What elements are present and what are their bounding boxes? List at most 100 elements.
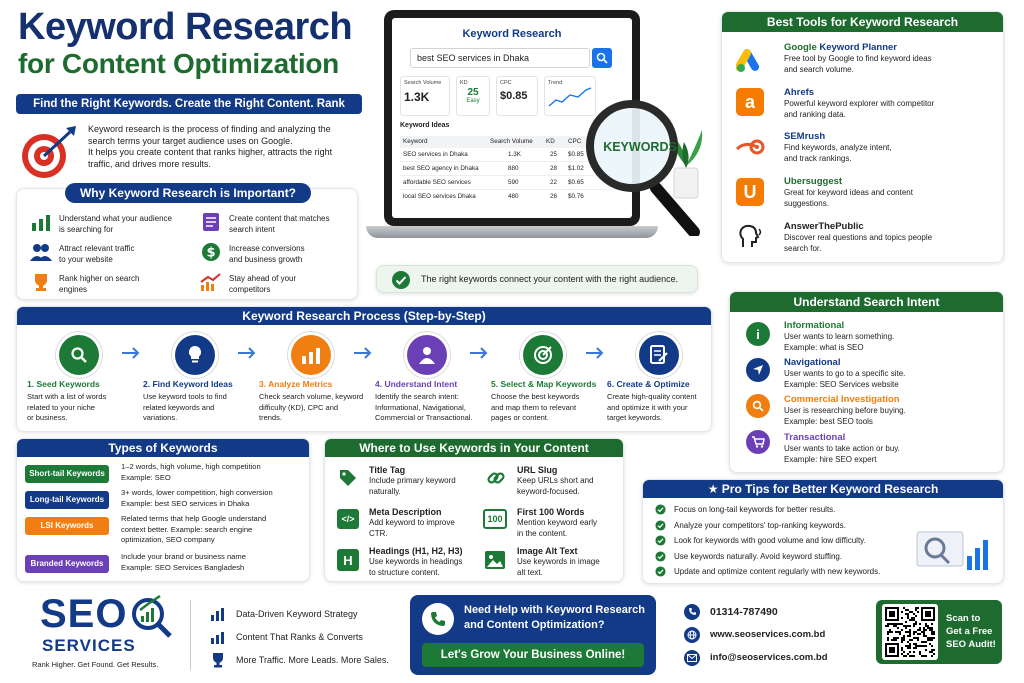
where-section: Where to Use Keywords in Your Content Ti… xyxy=(324,438,624,582)
search-input[interactable]: best SEO services in Dhaka xyxy=(410,48,590,68)
search-button[interactable] xyxy=(592,48,612,68)
info-icon: i xyxy=(746,322,770,346)
search-icon xyxy=(596,52,608,64)
heading-icon: H xyxy=(337,549,359,571)
keyword-type-pill: LSI Keywords xyxy=(25,517,109,535)
search-icon xyxy=(746,394,770,418)
magnifier-chart-icon xyxy=(128,592,174,640)
process-step-icon xyxy=(59,335,99,375)
process-step-icon xyxy=(291,335,331,375)
benefit-item: More Traffic. More Leads. More Sales. xyxy=(210,648,389,671)
metric-cpc: CPC $0.85 xyxy=(496,76,538,116)
contact-email[interactable]: info@seoservices.com.bd xyxy=(684,646,828,669)
contact-web[interactable]: www.seoservices.com.bd xyxy=(684,623,828,646)
why-title: Why Keyword Research is Important? xyxy=(65,183,311,203)
navigation-arrow-icon xyxy=(746,358,770,382)
image-icon xyxy=(483,549,507,571)
check-circle-icon xyxy=(655,535,666,546)
process-step-title: 4. Understand Intent xyxy=(375,379,458,389)
intent-title: Understand Search Intent xyxy=(730,292,1003,312)
process-step-desc: Commercial or Transactional. xyxy=(375,413,473,422)
link-icon xyxy=(485,467,507,489)
connect-bar: The right keywords connect your content … xyxy=(376,265,698,293)
process-step-desc: or business. xyxy=(27,413,68,422)
metric-trend: Trend xyxy=(544,76,596,116)
title-line2: for Content Optimization xyxy=(18,48,339,79)
benefits: Data-Driven Keyword Strategy Content Tha… xyxy=(210,602,389,671)
process-step-title: 3. Analyze Metrics xyxy=(259,379,333,389)
ubersuggest-icon: U xyxy=(736,178,764,206)
growth-chart-icon xyxy=(211,631,224,644)
process-step-title: 5. Select & Map Keywords xyxy=(491,379,597,389)
keyword-type-desc: 3+ words, lower competition, high conver… xyxy=(121,488,273,508)
tip-item: Use keywords naturally. Avoid keyword st… xyxy=(655,550,842,562)
keyword-type-pill: Branded Keywords xyxy=(25,555,109,573)
process-step-desc: trends. xyxy=(259,413,282,422)
ideas-title: Keyword Ideas xyxy=(400,122,450,129)
check-circle-icon xyxy=(655,519,666,531)
process-step-desc: Check search volume, keyword xyxy=(259,392,364,401)
cta-button[interactable]: Let's Grow Your Business Online! xyxy=(422,643,644,667)
contact-phone[interactable]: 01314-787490 xyxy=(684,600,828,623)
analytics-illustration xyxy=(915,528,993,574)
cart-icon xyxy=(746,430,770,454)
arrow-right-icon xyxy=(121,345,141,361)
process-step-icon xyxy=(175,335,215,375)
keyword-type-desc: 1–2 words, high volume, high competition… xyxy=(121,462,261,482)
tag-icon xyxy=(337,467,359,489)
metric-kd: KD 25 Easy xyxy=(456,76,490,116)
process-section: Keyword Research Process (Step-by-Step) … xyxy=(16,306,712,432)
process-step-desc: difficulty (KD), CPC and xyxy=(259,402,339,412)
process-step-desc: Choose the best keywords xyxy=(491,392,580,401)
benefit-item: Data-Driven Keyword Strategy xyxy=(210,602,389,625)
bar-chart-icon xyxy=(211,607,224,621)
semrush-icon xyxy=(734,134,766,160)
target-icon xyxy=(534,346,552,364)
process-step-desc: Start with a list of words xyxy=(27,392,107,401)
laptop-base xyxy=(366,226,658,238)
tip-item: Update and optimize content regularly wi… xyxy=(655,566,880,577)
bar-chart-icon xyxy=(302,348,320,364)
process-step-icon xyxy=(407,335,447,375)
lightbulb-icon xyxy=(188,345,202,363)
intro-line: traffic, and drives more results. xyxy=(88,158,211,169)
star-icon: ★ xyxy=(707,482,722,496)
search-icon xyxy=(71,347,87,363)
page-title: Keyword Research for Content Optimizatio… xyxy=(18,6,378,80)
process-step-title: 2. Find Keyword Ideas xyxy=(143,379,233,389)
types-title: Types of Keywords xyxy=(17,439,309,457)
brand-slogan: Rank Higher. Get Found. Get Results. xyxy=(32,660,159,669)
arrow-right-icon xyxy=(469,345,489,361)
keyword-type-pill: Long-tail Keywords xyxy=(25,491,109,509)
bar-chart-icon xyxy=(29,211,53,233)
process-step-desc: Informational, Navigational, xyxy=(375,402,466,412)
arrow-right-icon xyxy=(585,345,605,361)
dollar-icon: $ xyxy=(199,241,223,263)
